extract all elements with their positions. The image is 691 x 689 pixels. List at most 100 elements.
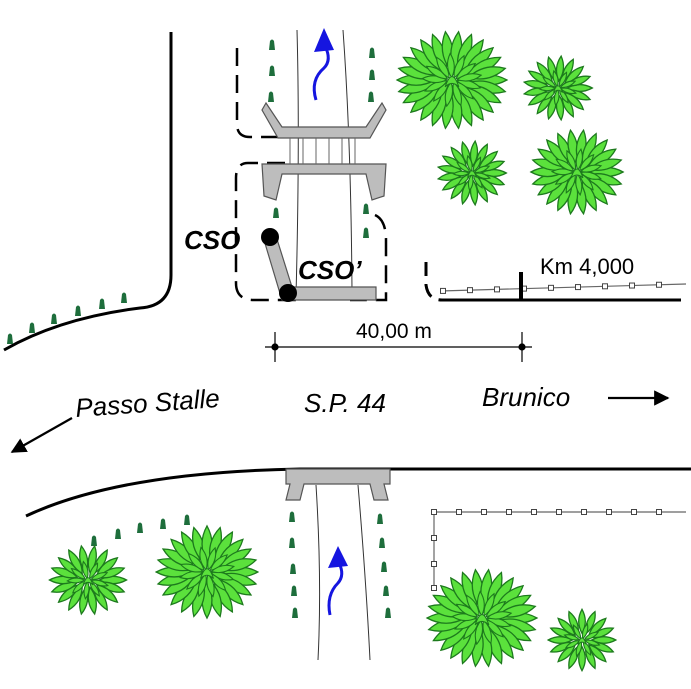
bank-marker-icon (99, 298, 105, 309)
fence-post-icon (431, 585, 437, 591)
dashed-boundaries (234, 48, 388, 302)
bridge-deck-upper (261, 101, 387, 139)
dashed-boundary-upper (235, 48, 280, 139)
trees (48, 30, 625, 673)
bank-marker-icon (289, 537, 295, 548)
fence-post-icon (506, 509, 512, 515)
cso-prime-point (279, 284, 297, 302)
east-destination-label: Brunico (482, 382, 570, 412)
bank-marker-icon (115, 528, 121, 539)
fence-post-icon (602, 283, 608, 290)
flow-arrow-icon (327, 562, 344, 616)
bank-marker-icon (289, 511, 295, 522)
bank-marker-icon (160, 518, 166, 529)
bank-marker-icon (29, 322, 35, 333)
fence-post-icon (531, 509, 537, 515)
bank-marker-icon (269, 39, 275, 50)
fence-post-icon (581, 509, 587, 515)
bank-marker-icon (383, 585, 389, 596)
direction-arrows (10, 390, 670, 453)
bridge-north (261, 101, 387, 201)
bank-marker-icon (369, 69, 375, 80)
bridge-deck-lower (261, 163, 387, 201)
bank-marker-icon (269, 65, 275, 76)
fence-post-icon (656, 509, 662, 515)
bank-marker-icon (268, 91, 274, 102)
fence-post-icon (456, 509, 462, 515)
shrub-icon (546, 607, 618, 673)
bank-marker-icon (121, 292, 127, 303)
cso-point (261, 228, 279, 246)
shrub-icon (522, 54, 594, 122)
fence-post-icon (556, 509, 562, 515)
bank-marker-icon (363, 203, 369, 214)
bank-marker-icon (368, 91, 374, 102)
km-label: Km 4,000 (540, 254, 634, 279)
road-edges (3, 32, 691, 518)
fence-post-icon (431, 561, 437, 567)
bank-marker-icon (363, 227, 369, 238)
cso-prime-label: CSO’ (298, 255, 362, 285)
shrub-icon (425, 568, 539, 668)
fence-post-icon (467, 287, 473, 294)
bank-marker-icon (7, 333, 13, 344)
bank-marker-icon (51, 313, 57, 324)
fence-posts-south (431, 509, 662, 591)
flow-arrowhead-icon (314, 28, 334, 52)
bank-marker-icon (292, 607, 298, 618)
fence-post-icon (548, 284, 554, 291)
fence-post-icon (481, 509, 487, 515)
stream-bank-north-right (342, 29, 353, 293)
road-edge-south (25, 467, 691, 518)
bank-marker-icon (381, 561, 387, 572)
shrub-icon (436, 139, 508, 207)
bank-markers (7, 39, 391, 618)
cso-structure (261, 228, 377, 302)
cso-label: CSO (184, 225, 240, 255)
fence-post-icon (440, 287, 446, 294)
fence-post-icon (431, 509, 437, 515)
flow-arrows (312, 28, 348, 616)
bank-marker-icon (291, 585, 297, 596)
shrub-icon (154, 524, 260, 620)
bank-marker-icon (377, 513, 383, 524)
dimension-line (265, 332, 532, 362)
fence-north (439, 283, 687, 292)
fence-post-icon (629, 282, 635, 289)
shrub-icon (529, 128, 625, 216)
bank-marker-icon (75, 305, 81, 316)
stream-bank-north-left (295, 29, 299, 297)
bank-marker-icon (184, 514, 190, 525)
bank-marker-icon (385, 607, 391, 618)
dashed-boundary-left (234, 161, 296, 302)
road-name-label: S.P. 44 (304, 388, 386, 418)
stream-bank-south-left (315, 484, 321, 661)
bridge-deck-south (285, 468, 391, 501)
bridge-south (285, 468, 391, 501)
shrub-icon (48, 544, 128, 616)
fence-posts-north (440, 281, 662, 294)
west-destination-label: Passo Stalle (74, 383, 220, 423)
bank-marker-icon (91, 535, 97, 546)
fence-post-icon (431, 535, 437, 541)
fence-post-icon (575, 284, 581, 291)
bank-marker-icon (369, 47, 375, 58)
bank-marker-icon (379, 537, 385, 548)
distance-label: 40,00 m (356, 320, 432, 343)
stream-banks (295, 29, 371, 661)
bank-marker-icon (273, 207, 279, 218)
flow-arrow-icon (312, 45, 330, 101)
fence-south (433, 511, 686, 590)
dashed-boundary-right (350, 213, 388, 302)
road-edge-north-east-curve (424, 262, 443, 302)
bank-marker-icon (290, 563, 296, 574)
fence-post-icon (631, 509, 637, 515)
fence-post-icon (656, 281, 662, 288)
road-edge-north-west (3, 32, 173, 352)
crosswalk-stripes (289, 138, 356, 164)
fence-post-icon (606, 509, 612, 515)
direction-arrow-icon (10, 417, 73, 453)
flow-arrowhead-icon (328, 546, 348, 568)
